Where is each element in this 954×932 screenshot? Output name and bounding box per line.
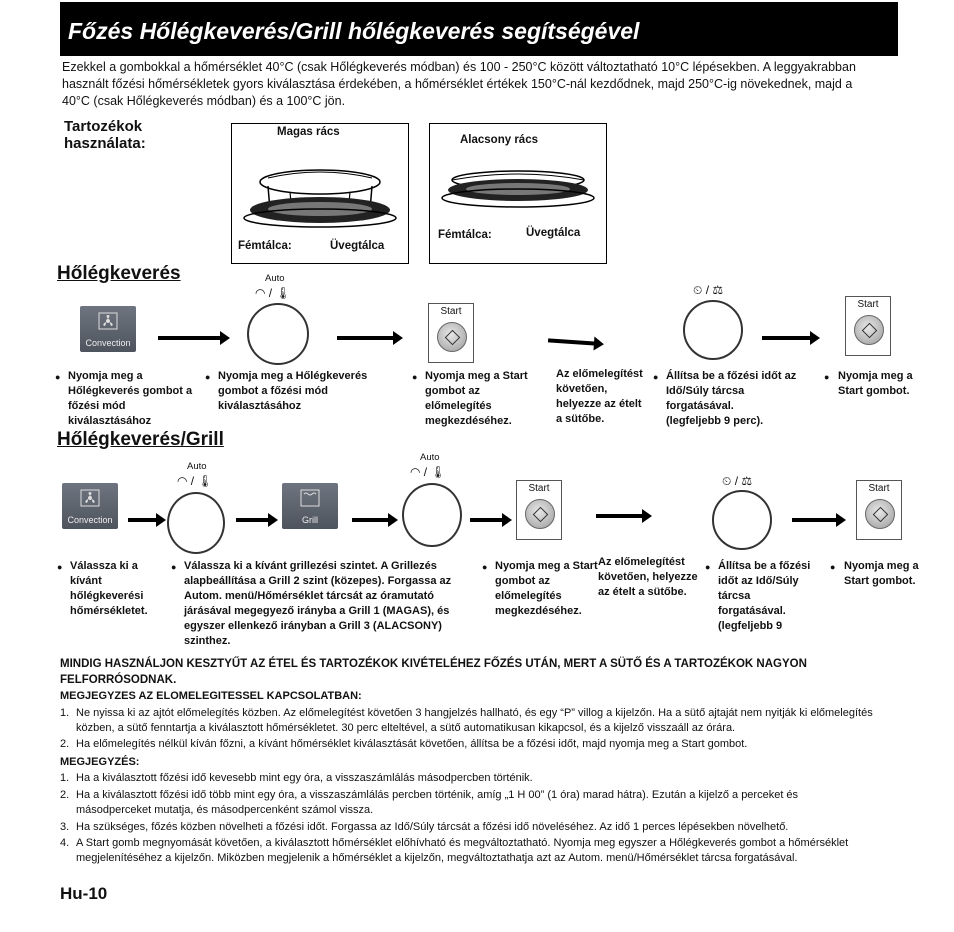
convection-step-4: Az előmelegítést követően, helyezze az é… — [556, 368, 643, 425]
bullet: ● — [171, 562, 177, 572]
time-weight-icon: ⏲ / ⚖ — [722, 474, 753, 488]
high-rack-illustration — [243, 169, 397, 228]
grill-step-6: Nyomja meg a Start gombot. — [844, 560, 919, 587]
convection-grill-heading: Hőlégkeverés/Grill — [57, 429, 224, 450]
high-rack-box: Magas rács Fémtálca: Üvegtálca — [231, 123, 409, 264]
auto-label: Auto — [420, 452, 440, 463]
time-weight-dial[interactable] — [683, 300, 743, 360]
convection-step-5: Állítsa be a főzési időt az Idő/Súly tár… — [666, 370, 797, 412]
grill-step-2: Válassza ki a kívánt grillezési szintet.… — [184, 560, 452, 647]
high-rack-label: Magas rács — [277, 126, 340, 138]
bullet: ● — [705, 562, 711, 572]
convection-heading: Hőlégkeverés — [57, 263, 181, 284]
grill-step-3: Nyomja meg a Start gombot az előmelegíté… — [495, 560, 598, 617]
grill-button-caption: Grill — [302, 515, 318, 525]
temp-icon: ◠ / 🌡 — [410, 465, 446, 479]
grill-step-5: Állítsa be a főzési időt az Idő/Súly tár… — [718, 560, 811, 617]
bullet: ● — [57, 562, 63, 572]
start-icon — [854, 315, 884, 345]
start-label: Start — [528, 483, 550, 494]
convection-step-6: Nyomja meg a Start gombot. — [838, 370, 913, 397]
time-weight-dial[interactable] — [712, 490, 772, 550]
title-bar — [60, 2, 898, 56]
start-label: Start — [868, 483, 890, 494]
bullet: ● — [482, 562, 488, 572]
start-icon — [525, 499, 555, 529]
convection-start-button[interactable]: Start — [428, 303, 474, 363]
flow-arrow — [352, 513, 398, 527]
notes-heading: MEGJEGYZÉS: — [60, 756, 140, 768]
convection-step-3: Nyomja meg a Start gombot az előmelegíté… — [425, 370, 528, 427]
fan-icon — [80, 489, 100, 507]
bullet: ● — [55, 372, 61, 382]
flow-arrow — [792, 513, 846, 527]
high-rack-glass-label: Üvegtálca — [330, 240, 385, 252]
bullet: ● — [824, 372, 830, 382]
flow-arrow — [337, 331, 403, 345]
auto-menu-temp-dial[interactable] — [247, 303, 309, 365]
convection-button[interactable]: Convection — [62, 483, 118, 529]
temp-icon: ◠ / 🌡 — [177, 474, 213, 488]
grill-icon — [300, 489, 320, 507]
grill-button[interactable]: Grill — [282, 483, 338, 529]
convection-step-1: Nyomja meg a Hőlégkeverés gombot a főzés… — [68, 370, 193, 427]
warning-text: MINDIG HASZNÁLJON KESZTYŰT AZ ÉTEL ÉS TA… — [60, 658, 807, 686]
convection-button-caption: Convection — [67, 515, 113, 525]
grill-step-1: Válassza ki a kívánt hőlégkeverési hőmér… — [70, 560, 148, 617]
flow-arrow — [762, 331, 820, 345]
low-rack-glass-label: Üvegtálca — [526, 227, 581, 239]
accessories-label: Tartozékok használata: — [64, 118, 146, 152]
auto-menu-temp-dial-2[interactable] — [402, 483, 462, 547]
start-label: Start — [440, 306, 462, 317]
bullet: ● — [412, 372, 418, 382]
flow-arrow — [470, 513, 512, 527]
convection-button[interactable]: Convection — [80, 306, 136, 352]
grill-step-4: Az előmelegítést követően, helyezze az é… — [598, 556, 698, 598]
bullet: ● — [830, 562, 836, 572]
temp-icon: ◠ / 🌡 — [255, 286, 291, 300]
high-rack-tray-label: Fémtálca: — [238, 240, 292, 252]
grill-step-5-extra: (legfeljebb 9 — [718, 620, 783, 632]
flow-arrow — [547, 338, 597, 346]
flow-arrow — [128, 513, 166, 527]
preheat-notes-heading: MEGJEGYZES AZ ELOMELEGITESSEL KAPCSOLATB… — [60, 690, 362, 702]
low-rack-illustration — [441, 170, 595, 208]
flow-arrow — [236, 513, 278, 527]
convection-step-5-extra: (legfeljebb 9 perc). — [666, 415, 764, 427]
bullet: ● — [653, 372, 659, 382]
low-rack-label: Alacsony rács — [460, 134, 538, 146]
auto-menu-temp-dial[interactable] — [167, 492, 225, 554]
convection-step-2: Nyomja meg a Hőlégkeverés gombot a főzés… — [218, 370, 368, 412]
time-weight-icon: ⏲ / ⚖ — [693, 283, 724, 297]
convection-start-button-2[interactable]: Start — [845, 296, 891, 356]
convection-button-caption: Convection — [85, 338, 131, 348]
page-number: Hu-10 — [60, 884, 108, 903]
start-icon — [437, 322, 467, 352]
intro-text: Ezekkel a gombokkal a hőmérséklet 40°C (… — [62, 60, 856, 108]
low-rack-box: Alacsony rács Fémtálca: Üvegtálca — [429, 123, 607, 264]
page-title: Főzés Hőlégkeverés/Grill hőlégkeverés se… — [68, 18, 640, 44]
auto-label: Auto — [265, 273, 285, 284]
start-label: Start — [857, 299, 879, 310]
fan-icon — [98, 312, 118, 330]
start-icon — [865, 499, 895, 529]
grill-start-button[interactable]: Start — [516, 480, 562, 540]
flow-arrow — [158, 331, 230, 345]
bullet: ● — [205, 372, 211, 382]
low-rack-tray-label: Fémtálca: — [438, 229, 492, 241]
grill-start-button-2[interactable]: Start — [856, 480, 902, 540]
auto-label: Auto — [187, 461, 207, 472]
flow-arrow — [596, 509, 652, 523]
